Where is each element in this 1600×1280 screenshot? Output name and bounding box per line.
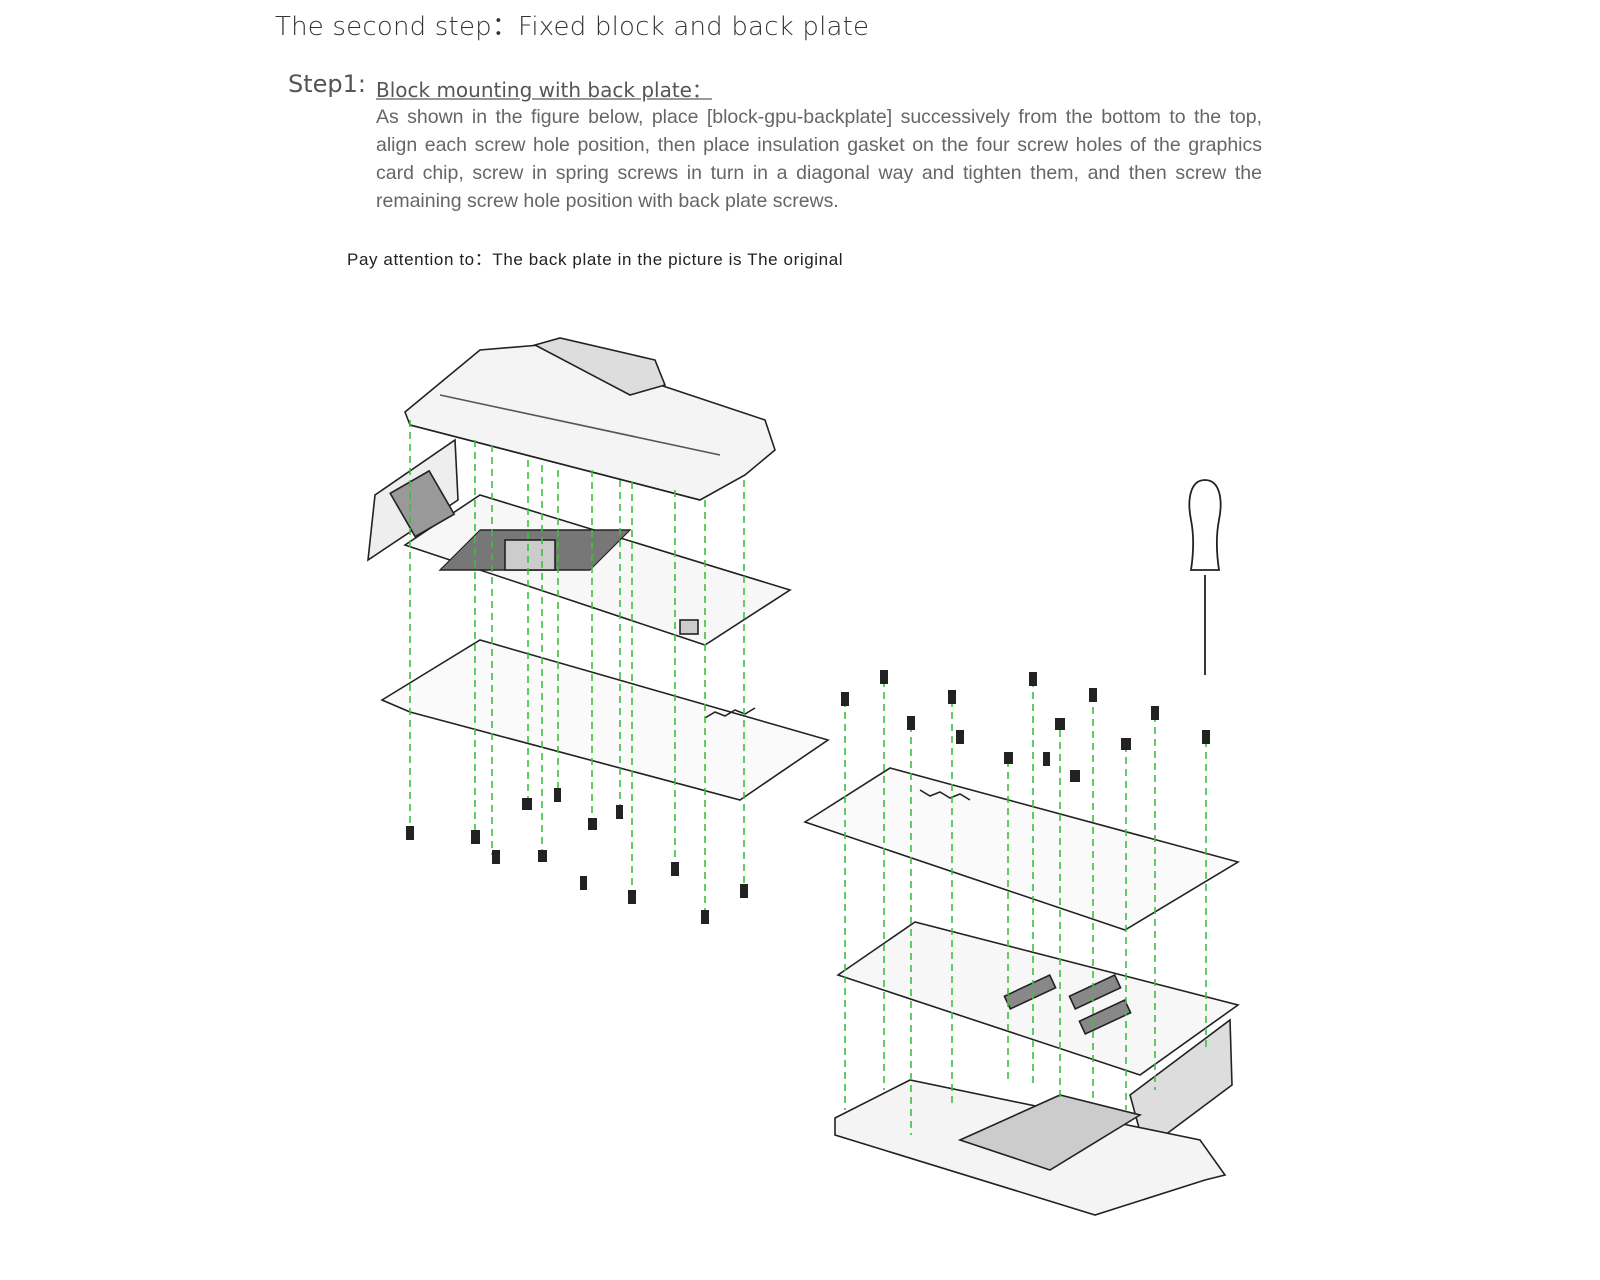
page-title: The second step：Fixed block and back pla…: [275, 12, 870, 42]
step-instructions: As shown in the figure below, place [blo…: [376, 106, 1262, 212]
left-assembly: [367, 337, 830, 801]
water-block-illustration: [404, 337, 776, 501]
attention-note: Pay attention to：The back plate in the p…: [347, 250, 844, 269]
step-heading: Block mounting with back plate：: [376, 78, 712, 102]
backplate-illustration: [380, 639, 830, 801]
guide-lines: [409, 420, 1207, 1135]
screwdriver-icon: [1188, 479, 1222, 675]
screws: [406, 670, 1210, 924]
right-assembly: [803, 767, 1241, 1216]
gpu-pcb-illustration-right: [836, 921, 1240, 1076]
step-label: Step1:: [288, 70, 366, 98]
backplate-illustration-right: [803, 767, 1241, 931]
gpu-pcb-illustration: [367, 438, 792, 646]
